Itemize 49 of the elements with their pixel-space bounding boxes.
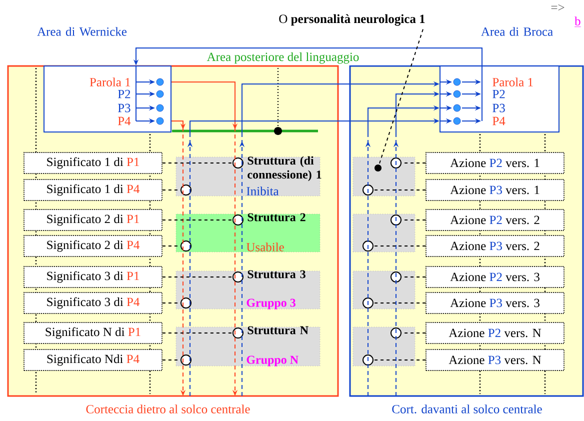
word-label: P4 [118, 116, 131, 126]
region-caption: Corteccia dietro al solco centrale [86, 404, 250, 414]
structure-band [352, 214, 416, 252]
word-label: Parola 1 [90, 78, 130, 86]
action-box: Azione P3 vers. 3 [426, 292, 564, 314]
structure-label: Struttura N [248, 326, 308, 334]
dot-marker [374, 164, 382, 172]
meaning-box: Significato 1 di P1 [24, 152, 162, 174]
action-box: Azione P2 vers. 1 [426, 152, 564, 174]
action-box: Azione P3 vers. 2 [426, 235, 564, 257]
state-label: Inibita [246, 186, 279, 196]
state-label: Gruppo 3 [246, 298, 296, 310]
word-label: Parola 1 [492, 78, 533, 86]
dashed-connector [162, 276, 233, 278]
meaning-box: Significato Ndi P4 [24, 349, 162, 371]
action-box: Azione P3 vers. 1 [426, 179, 564, 201]
area-heading: Area di Broca [481, 27, 553, 36]
meaning-box: Significato N di P1 [24, 322, 162, 344]
structure-label: Struttura (di connessione) 1 [248, 156, 322, 182]
action-box: Azione P3 vers. N [426, 349, 564, 371]
link-text: b [574, 16, 581, 27]
word-label: P3 [118, 104, 130, 112]
structure-label: Struttura 3 [248, 270, 306, 278]
meaning-box: Significato 1 di P4 [24, 179, 162, 201]
state-label: Usabile [246, 242, 284, 252]
dashed-connector [162, 332, 233, 334]
action-box: Azione P2 vers. N [426, 322, 564, 344]
annotation-text: O personalità neurologica 1 [279, 14, 425, 26]
word-label: P2 [492, 90, 505, 98]
dashed-connector [373, 302, 426, 304]
link-text: => [551, 4, 564, 10]
leader-line [378, 28, 424, 165]
action-box: Azione P2 vers. 3 [426, 266, 564, 288]
structure-band [352, 270, 416, 310]
action-box: Azione P2 vers. 2 [426, 209, 564, 231]
edge-label: Area posteriore del linguaggio [206, 52, 359, 64]
area-heading: Area di Wernicke [37, 27, 127, 36]
region-caption: Cort. davanti al solco centrale [392, 404, 542, 414]
meaning-box: Significato 3 di P4 [24, 292, 162, 314]
meaning-box: Significato 2 di P4 [24, 235, 162, 257]
dashed-connector [162, 162, 233, 164]
word-label: P3 [492, 104, 505, 112]
meaning-box: Significato 3 di P1 [24, 266, 162, 288]
structure-label: Struttura 2 [248, 213, 306, 222]
state-label: Gruppo N [246, 356, 298, 366]
meaning-box: Significato 2 di P1 [24, 209, 162, 231]
structure-band [352, 326, 416, 366]
word-label: P4 [492, 116, 506, 126]
word-label: P2 [118, 90, 130, 98]
